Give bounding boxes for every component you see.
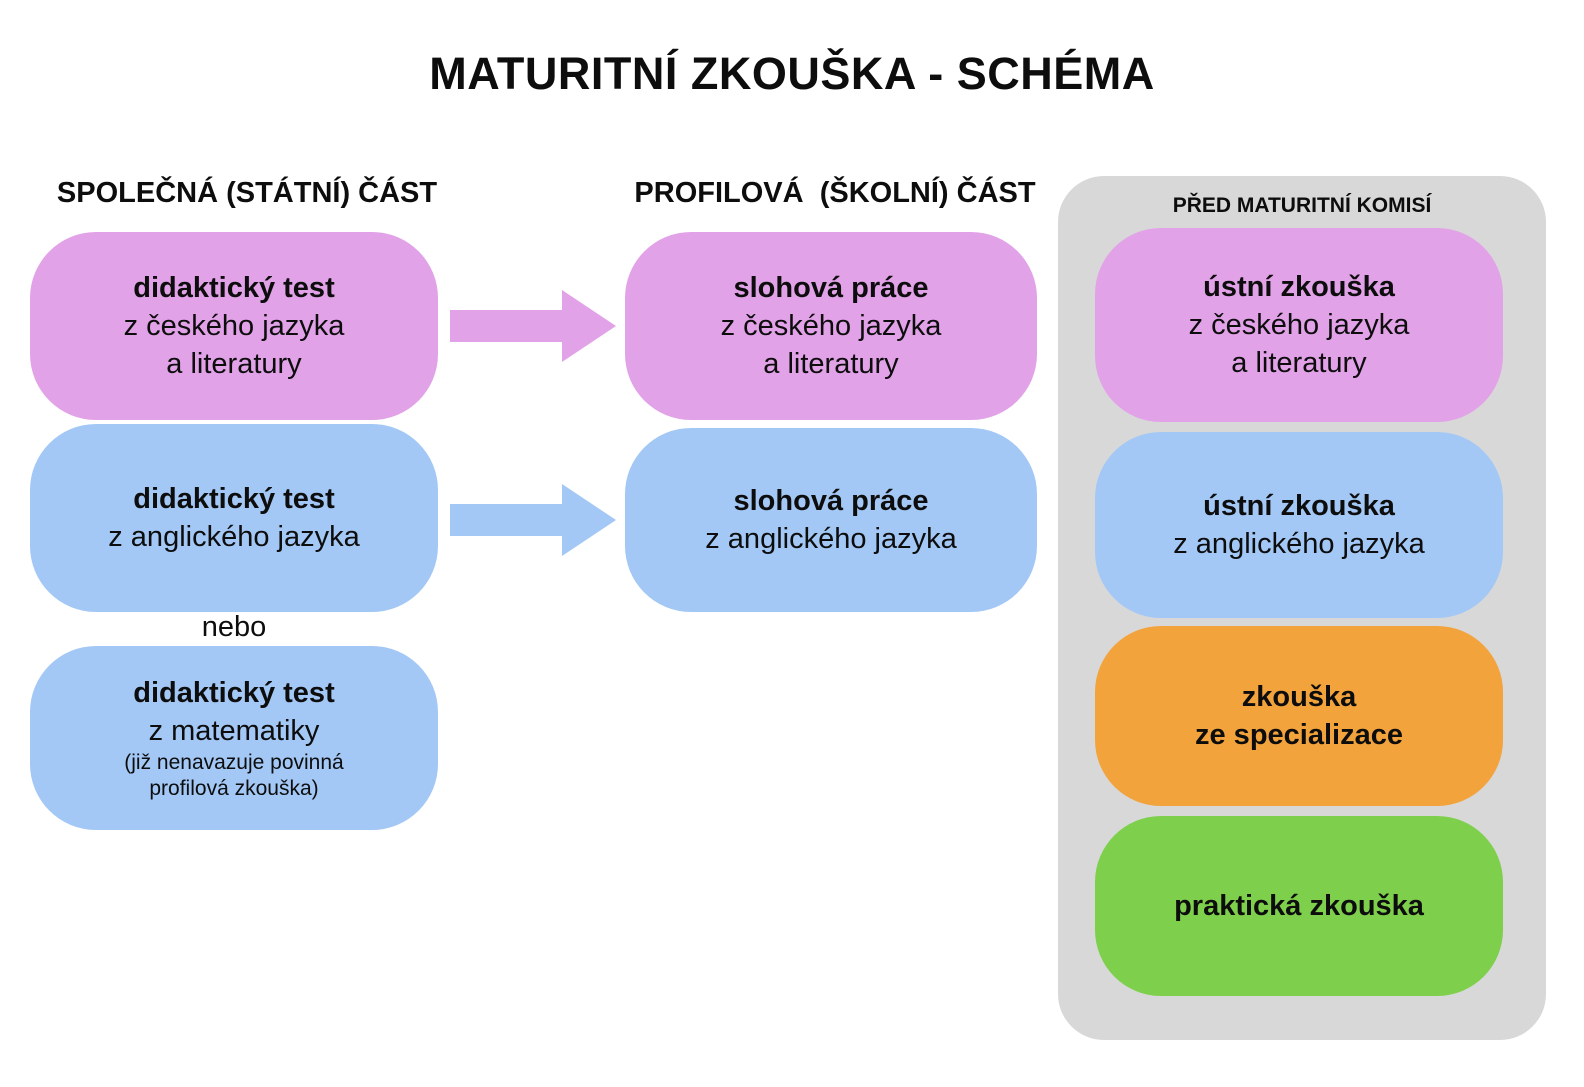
box-essay-english: slohová práce z anglického jazyka [625, 428, 1037, 612]
box-oral-czech: ústní zkouška z českého jazyka a literat… [1095, 228, 1503, 422]
box-note-line: (již nenavazuje povinná [124, 751, 344, 774]
box-oral-english: ústní zkouška z anglického jazyka [1095, 432, 1503, 618]
arrow-english-row [450, 484, 616, 556]
box-line: a literatury [166, 348, 302, 380]
arrow-czech-row [450, 290, 616, 362]
box-note-line: profilová zkouška) [149, 777, 319, 800]
box-title: slohová práce [733, 272, 929, 304]
box-line: a literatury [763, 348, 899, 380]
box-title: zkouška [1241, 681, 1357, 713]
box-line: z českého jazyka [1188, 309, 1410, 341]
box-title: praktická zkouška [1174, 890, 1424, 922]
box-line: a literatury [1231, 347, 1367, 379]
box-didactic-test-czech: didaktický test z českého jazyka a liter… [30, 232, 438, 420]
panel-header-committee: PŘED MATURITNÍ KOMISÍ [1172, 194, 1432, 217]
box-line: z anglického jazyka [1173, 528, 1425, 560]
column-header-state-part: SPOLEČNÁ (STÁTNÍ) ČÁST [56, 177, 438, 209]
box-line: z českého jazyka [123, 310, 345, 342]
column-header-school-part: PROFILOVÁ (ŠKOLNÍ) ČÁST [634, 177, 1036, 209]
box-title: didaktický test [133, 677, 335, 709]
box-line: z anglického jazyka [108, 521, 360, 553]
box-title: slohová práce [733, 485, 929, 517]
arrow-shaft [450, 504, 562, 536]
box-title-line2: ze specializace [1195, 719, 1403, 751]
box-didactic-test-math: didaktický test z matematiky (již nenava… [30, 646, 438, 830]
box-practical-exam: praktická zkouška [1095, 816, 1503, 996]
box-line: z českého jazyka [720, 310, 942, 342]
diagram-title: MATURITNÍ ZKOUŠKA - SCHÉMA [429, 48, 1155, 99]
arrow-right-icon [562, 290, 616, 362]
arrow-right-icon [562, 484, 616, 556]
box-didactic-test-english: didaktický test z anglického jazyka [30, 424, 438, 612]
box-specialization-exam: zkouška ze specializace [1095, 626, 1503, 806]
box-title: ústní zkouška [1203, 490, 1395, 522]
box-title: didaktický test [133, 272, 335, 304]
or-label: nebo [201, 611, 267, 643]
box-line: z matematiky [148, 715, 320, 747]
box-title: ústní zkouška [1203, 271, 1395, 303]
box-essay-czech: slohová práce z českého jazyka a literat… [625, 232, 1037, 420]
box-line: z anglického jazyka [705, 523, 957, 555]
arrow-shaft [450, 310, 562, 342]
box-title: didaktický test [133, 483, 335, 515]
